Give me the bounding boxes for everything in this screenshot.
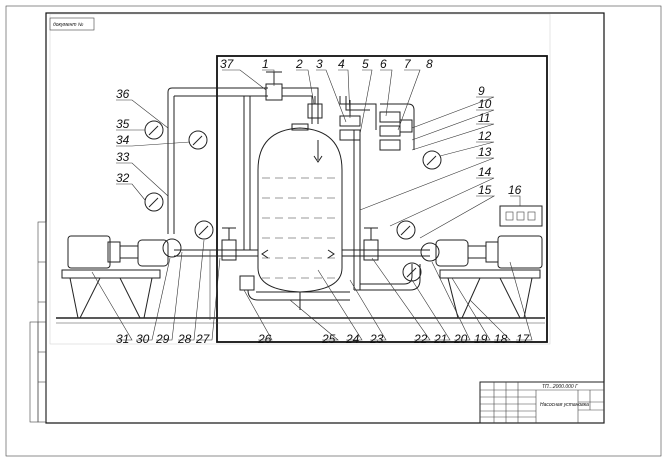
callout-1: 1 <box>262 57 269 71</box>
callout-4: 4 <box>338 57 345 71</box>
callout-31: 31 <box>116 332 129 346</box>
right-base-frame <box>439 269 541 279</box>
callout-32: 32 <box>116 171 130 185</box>
corner-stamp-text: документ № <box>53 22 84 28</box>
callout-2: 2 <box>295 57 303 71</box>
gauge-21 <box>402 262 422 282</box>
callout-16: 16 <box>508 183 522 197</box>
callout-9: 9 <box>478 84 485 98</box>
tank <box>257 123 343 293</box>
right-motor <box>497 235 543 269</box>
gauge-32 <box>144 192 164 212</box>
callout-33: 33 <box>116 150 130 164</box>
leader-lines <box>91 69 533 341</box>
valve-2 <box>307 96 323 119</box>
outer-border <box>5 5 662 457</box>
drawing-frame <box>45 12 605 424</box>
left-pump <box>137 239 169 267</box>
callout-29: 29 <box>155 332 170 346</box>
title-block-doc-code: ТП...2000.000 Г <box>542 384 579 390</box>
callout-3: 3 <box>316 57 323 71</box>
left-margin-strip <box>29 221 47 423</box>
callout-34: 34 <box>116 133 130 147</box>
title-block-name: Насосная установка <box>540 402 589 408</box>
callout-20: 20 <box>453 332 468 346</box>
callout-27: 27 <box>195 332 211 346</box>
callout-15: 15 <box>478 183 492 197</box>
callout-18: 18 <box>494 332 508 346</box>
right-pump <box>435 239 469 267</box>
right-pump-unit <box>420 235 543 319</box>
left-base-frame <box>61 269 161 279</box>
callout-23: 23 <box>369 332 384 346</box>
title-block: ТП...2000.000 Г Насосная установка <box>479 381 605 424</box>
callout-36: 36 <box>116 87 130 101</box>
callout-13: 13 <box>478 145 492 159</box>
callout-12: 12 <box>478 129 492 143</box>
callout-7: 7 <box>404 57 412 71</box>
callout-22: 22 <box>413 332 428 346</box>
callout-30: 30 <box>136 332 150 346</box>
corner-stamp: документ № <box>49 17 95 31</box>
pipelines <box>167 87 430 320</box>
callout-8: 8 <box>426 57 433 71</box>
callout-19: 19 <box>474 332 488 346</box>
callout-21: 21 <box>433 332 447 346</box>
callout-28: 28 <box>177 332 192 346</box>
gauges <box>144 120 442 282</box>
scheme-frame <box>216 55 548 343</box>
valve-stack-6-8 <box>379 111 413 151</box>
left-motor <box>67 235 111 269</box>
gauge-34 <box>188 130 208 150</box>
suction-valve-right <box>363 227 379 261</box>
callout-24: 24 <box>345 332 360 346</box>
callout-25: 25 <box>321 332 336 346</box>
gauge-12 <box>422 150 442 170</box>
gauge-29 <box>194 220 214 240</box>
callout-5: 5 <box>362 57 369 71</box>
drain-valve <box>239 275 255 291</box>
callout-6: 6 <box>380 57 387 71</box>
gauge-15 <box>396 220 416 240</box>
valve-stack-4-5 <box>339 100 361 141</box>
callout-17: 17 <box>516 332 531 346</box>
left-pump-unit <box>61 235 182 319</box>
callout-11: 11 <box>478 111 490 125</box>
suction-valve-left <box>221 227 237 261</box>
callout-10: 10 <box>478 97 492 111</box>
callout-14: 14 <box>478 165 492 179</box>
callout-37: 37 <box>220 57 235 71</box>
control-panel <box>499 205 543 227</box>
floor <box>56 317 545 324</box>
faint-view-frame <box>49 13 551 345</box>
callout-26: 26 <box>257 332 272 346</box>
callout-labels: 37 1 2 3 4 5 6 7 8 9 10 11 12 13 14 15 1… <box>116 57 531 346</box>
callout-35: 35 <box>116 117 130 131</box>
